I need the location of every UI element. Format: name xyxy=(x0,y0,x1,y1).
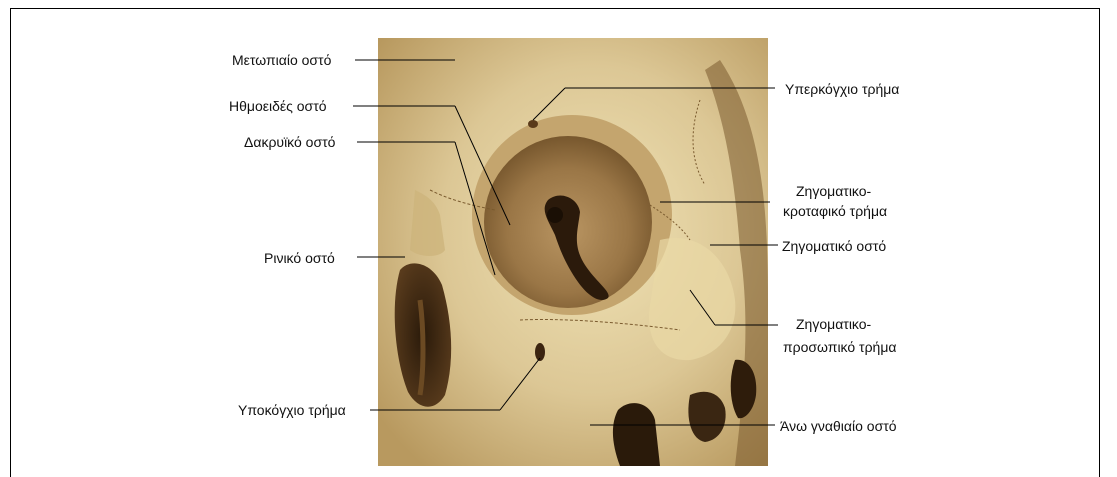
label-zyg-facial-line2: προσωπικό τρήμα xyxy=(783,338,897,356)
label-zygomatic-bone: Ζηγοματικό οστό xyxy=(782,237,886,255)
label-lacrimal-bone: Δακρυϊκό οστό xyxy=(244,133,335,151)
label-zyg-temporal-line1: Ζηγοματικο- xyxy=(796,182,871,200)
label-nasal-bone: Ρινικό οστό xyxy=(264,249,335,267)
label-supraorbital-foramen: Υπερκόγχιο τρήμα xyxy=(785,80,899,98)
label-infraorbital-foramen: Υποκόγχιο τρήμα xyxy=(238,401,346,419)
label-zyg-facial-line1: Ζηγοματικο- xyxy=(796,315,871,333)
label-frontal-bone: Μετωπιαίο οστό xyxy=(232,51,331,69)
optic-canal xyxy=(547,207,563,223)
label-zyg-temporal-line2: κροταφικό τρήμα xyxy=(783,202,887,220)
label-maxilla-bone: Άνω γναθιαίο οστό xyxy=(780,417,897,435)
supraorbital-notch xyxy=(528,120,538,128)
label-ethmoid-bone: Ηθμοειδές οστό xyxy=(229,97,327,115)
